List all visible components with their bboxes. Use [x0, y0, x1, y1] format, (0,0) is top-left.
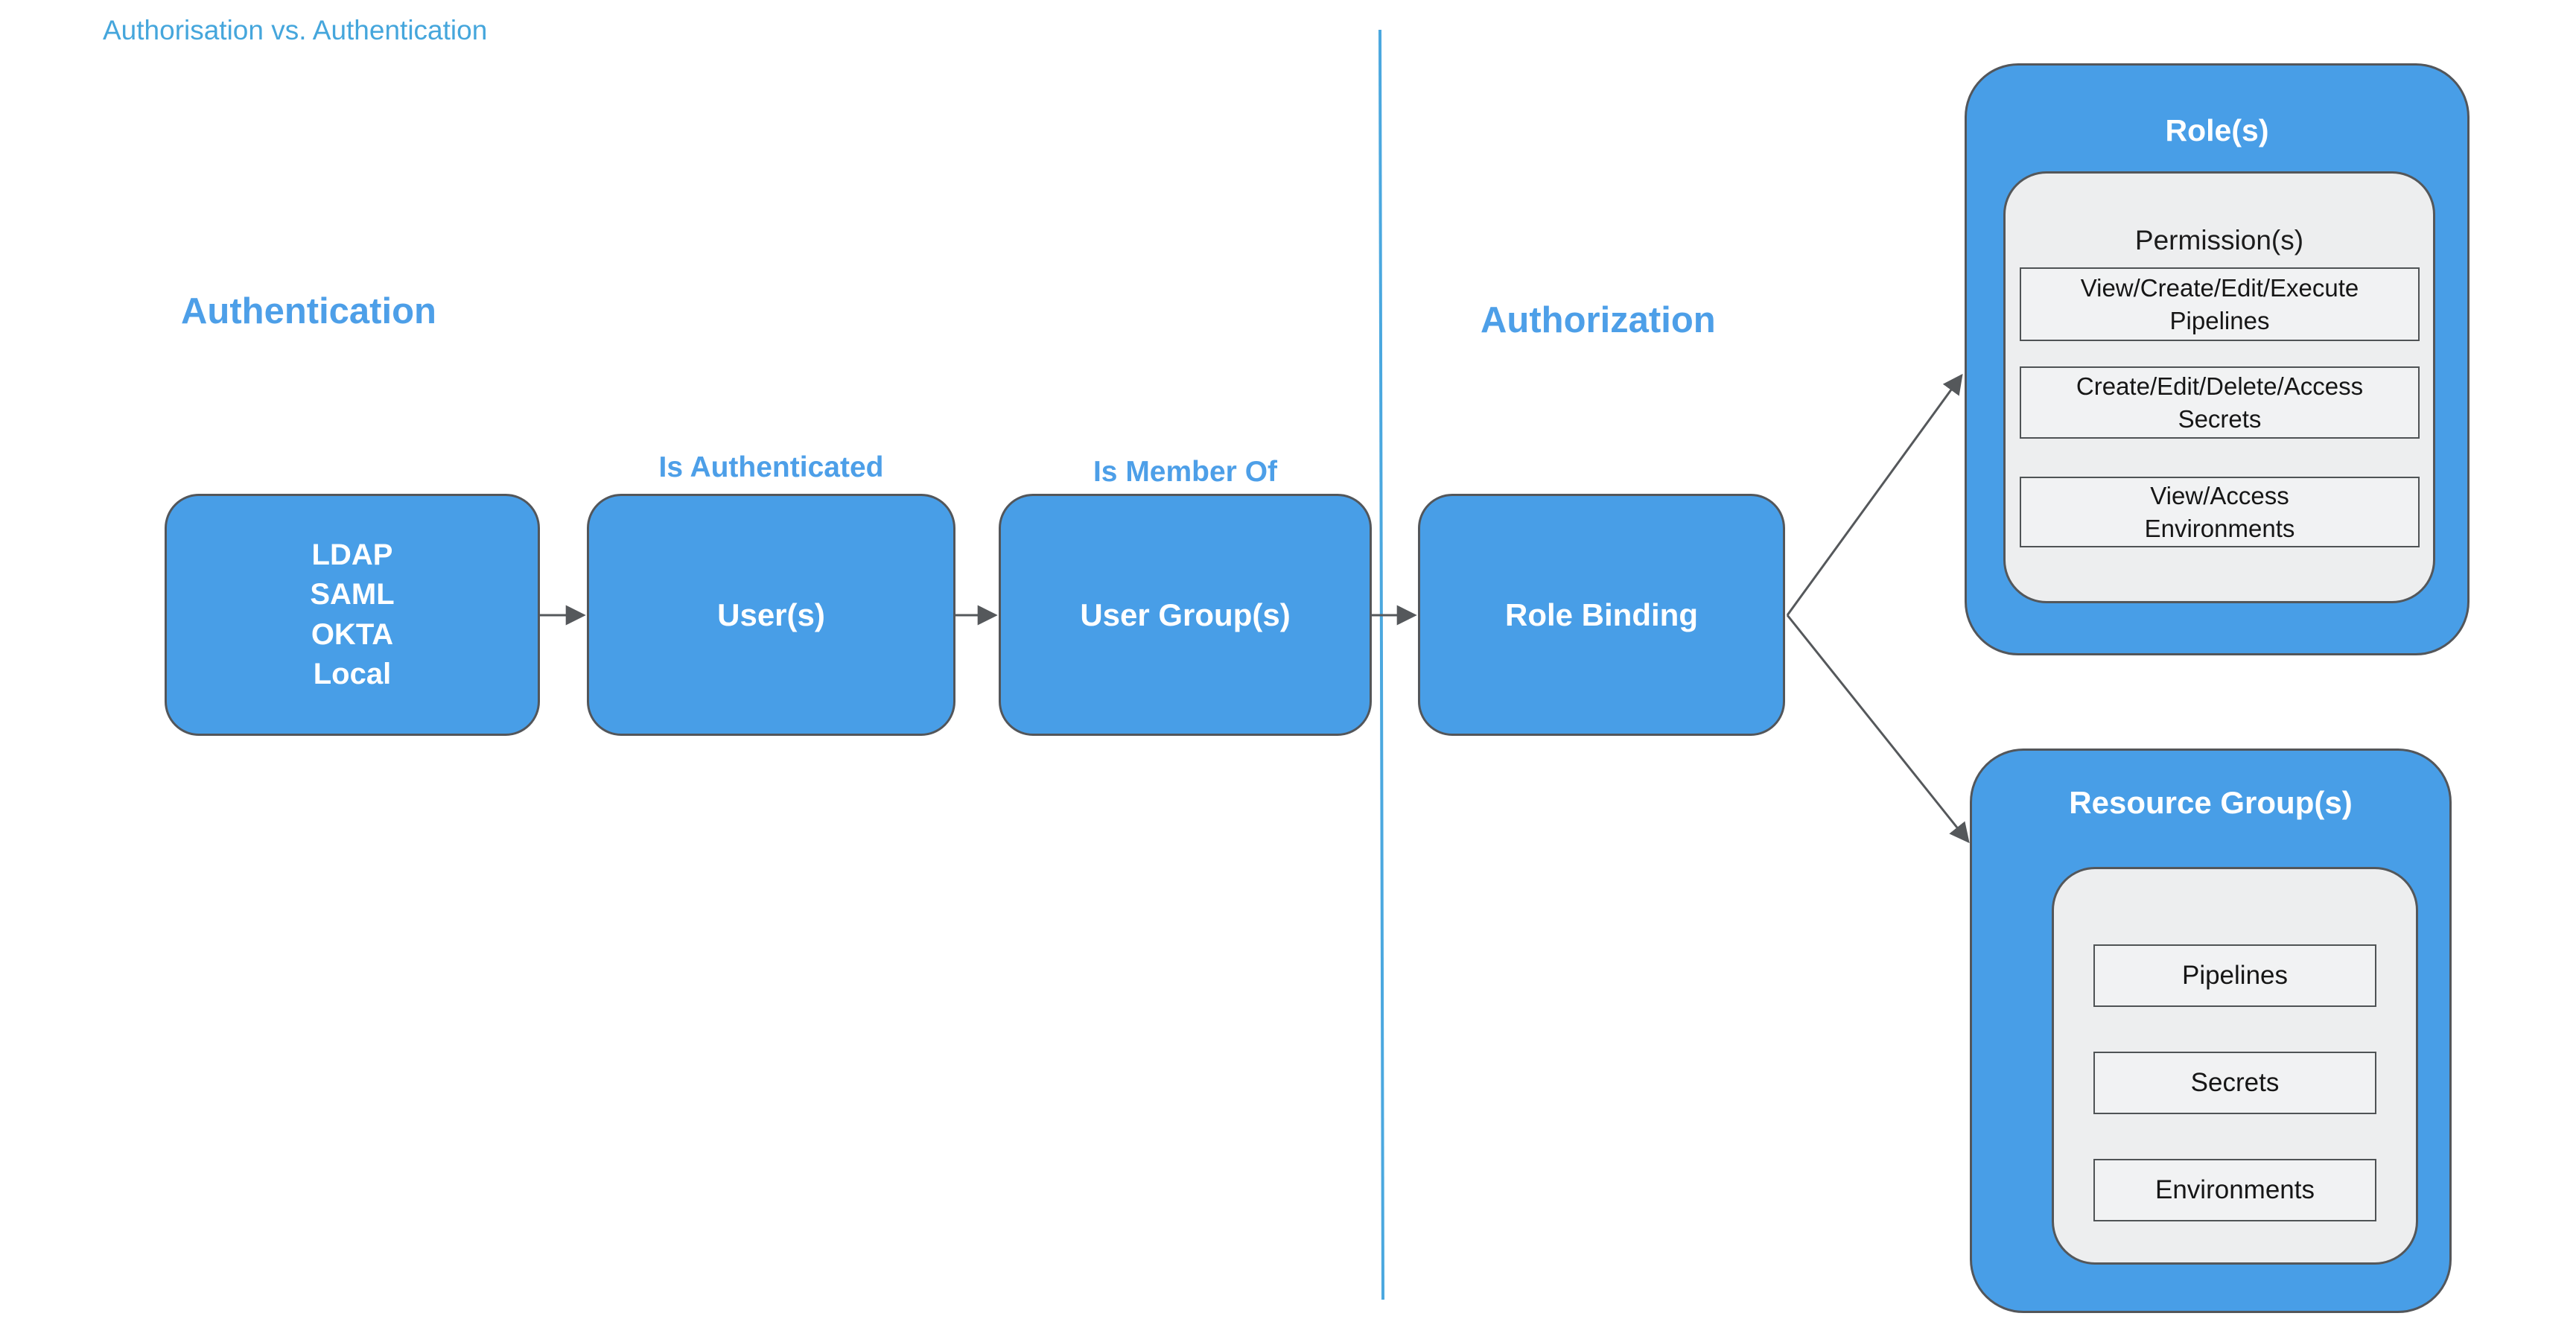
resource-row-environments: Environments — [2093, 1159, 2376, 1221]
arrow-rolebinding-to-resource-groups — [1786, 614, 1970, 844]
section-heading-authorization: Authorization — [1481, 300, 1716, 340]
auth-provider-local: Local — [313, 657, 392, 690]
auth-provider-saml: SAML — [310, 578, 395, 611]
users-box: User(s) — [587, 494, 955, 736]
permission-row-pipelines-line1: View/Create/Edit/Execute — [2080, 273, 2359, 302]
permission-row-secrets-line1: Create/Edit/Delete/Access — [2076, 372, 2364, 400]
auth-providers-box: LDAP SAML OKTA Local — [165, 494, 540, 736]
section-heading-authentication: Authentication — [181, 291, 436, 331]
page-title: Authorisation vs. Authentication — [103, 15, 488, 45]
users-box-label: User(s) — [717, 597, 825, 632]
resource-row-pipelines: Pipelines — [2093, 944, 2376, 1007]
resource-row-secrets: Secrets — [2093, 1052, 2376, 1114]
resource-row-environments-label: Environments — [2155, 1175, 2315, 1204]
permission-row-environments-line2: Environments — [2144, 514, 2295, 542]
permission-row-secrets-line2: Secrets — [2178, 404, 2262, 433]
permission-row-environments: View/Access Environments — [2020, 477, 2420, 547]
permission-row-secrets: Create/Edit/Delete/Access Secrets — [2020, 366, 2420, 439]
arrow-rolebinding-to-roles — [1786, 373, 1963, 616]
permission-row-environments-line1: View/Access — [2150, 481, 2289, 509]
permissions-title: Permission(s) — [2134, 225, 2304, 255]
auth-provider-okta: OKTA — [311, 617, 394, 651]
user-groups-box: User Group(s) — [999, 494, 1372, 736]
role-binding-box: Role Binding — [1418, 494, 1785, 736]
resource-row-pipelines-label: Pipelines — [2181, 961, 2289, 990]
permission-row-pipelines: View/Create/Edit/Execute Pipelines — [2020, 267, 2420, 341]
resource-groups-title: Resource Group(s) — [2069, 785, 2353, 820]
roles-title: Role(s) — [2165, 113, 2269, 147]
role-binding-box-label: Role Binding — [1505, 597, 1698, 632]
user-groups-box-label: User Group(s) — [1080, 597, 1291, 632]
section-divider-line — [1378, 29, 1384, 1300]
resource-row-secrets-label: Secrets — [2190, 1068, 2280, 1097]
permission-row-pipelines-line2: Pipelines — [2169, 306, 2270, 334]
auth-provider-ldap: LDAP — [311, 538, 393, 572]
is-member-of-label: Is Member Of — [1093, 456, 1278, 488]
is-authenticated-label: Is Authenticated — [658, 451, 884, 483]
